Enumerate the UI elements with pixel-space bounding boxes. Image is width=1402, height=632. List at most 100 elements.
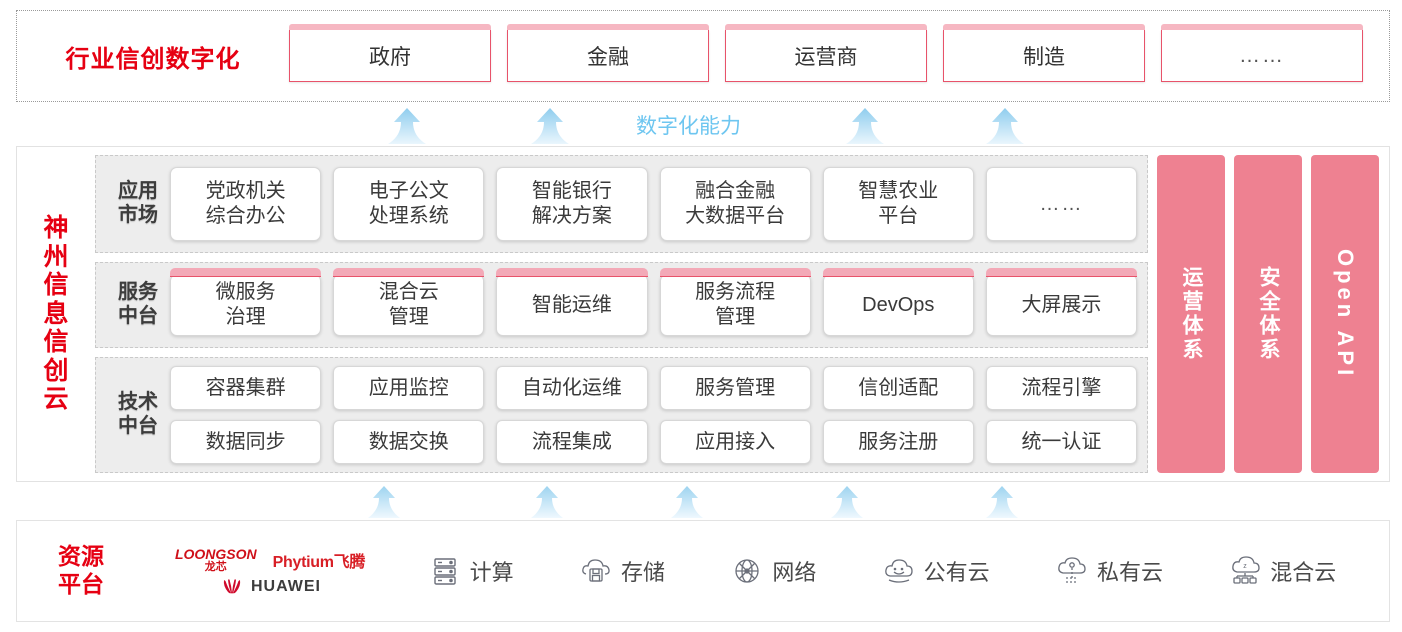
cell-line: 大数据平台 [685, 205, 786, 227]
up-arrow-icon [844, 108, 886, 144]
band-label-line: 技术 [118, 391, 158, 414]
app-cell-smart-bank[interactable]: 智能银行解决方案 [496, 167, 648, 241]
industry-box-list: 政府 金融 运营商 制造 …… [289, 24, 1389, 82]
pillar-operations-system[interactable]: 运营体系 [1157, 155, 1225, 473]
tech-cell-process-integration[interactable]: 流程集成 [496, 420, 648, 464]
tech-cell-data-sync[interactable]: 数据同步 [170, 420, 322, 464]
svc-cell-large-screen-display[interactable]: 大屏展示 [985, 268, 1138, 336]
cell-line: 混合云 [378, 281, 439, 303]
resource-item-compute[interactable]: 计算 [428, 554, 514, 588]
public-cloud-icon [882, 554, 916, 588]
industry-band-title: 行业信创数字化 [65, 45, 241, 73]
resource-item-label: 网络 [772, 560, 817, 585]
huawei-flower-icon [219, 579, 245, 595]
resource-item-hybrid-cloud[interactable]: z 混合云 [1228, 554, 1336, 588]
up-arrow-icon [984, 108, 1026, 144]
industry-band: 行业信创数字化 政府 金融 运营商 制造 …… [16, 10, 1390, 102]
cloud-panel: 神 州 信 息 信 创 云 应用 市场 党政机关综合办公 [16, 146, 1390, 482]
vendor-logo-row-1: LOONGSON 龙芯 Phytium飞腾 [175, 547, 365, 573]
resource-arrow-strip [16, 484, 1390, 518]
cloud-title-char: 信 [43, 328, 69, 357]
resource-item-label: 计算 [469, 560, 514, 585]
cloud-title-char: 云 [43, 385, 69, 414]
resource-item-public-cloud[interactable]: 公有云 [882, 554, 990, 588]
cell-line: 微服务 [215, 281, 276, 303]
tech-platform-cells: 容器集群 应用监控 自动化运维 服务管理 信创适配 流程引擎 数据同步 数据交换… [170, 358, 1138, 472]
private-cloud-icon [1055, 554, 1089, 588]
app-cell-more[interactable]: …… [985, 167, 1138, 241]
up-arrow-icon [386, 108, 428, 144]
tech-cell-xinchuang-adaptation[interactable]: 信创适配 [822, 366, 974, 410]
band-label-line: 市场 [118, 204, 158, 226]
tech-cell-app-access[interactable]: 应用接入 [659, 420, 811, 464]
app-cell-fintech-bigdata[interactable]: 融合金融大数据平台 [659, 167, 811, 241]
svc-cell-microservice-governance[interactable]: 微服务治理 [170, 268, 322, 336]
cloud-storage-icon [579, 554, 613, 588]
up-arrow-icon [669, 486, 705, 518]
cell-line: 服务流程 [695, 281, 776, 303]
svc-cell-service-process-mgmt[interactable]: 服务流程管理 [659, 268, 811, 336]
up-arrow-icon [984, 486, 1020, 518]
app-cell-edoc-system[interactable]: 电子公文处理系统 [333, 167, 485, 241]
tech-row-1: 容器集群 应用监控 自动化运维 服务管理 信创适配 流程引擎 [170, 366, 1138, 410]
cell-line: 解决方案 [531, 205, 612, 227]
capability-arrow-strip: 数字化能力 [16, 104, 1390, 144]
band-label-line: 应用 [118, 180, 158, 203]
cell-line: 党政机关 [205, 180, 286, 202]
app-cell-smart-agriculture[interactable]: 智慧农业平台 [822, 167, 974, 241]
industry-box-government[interactable]: 政府 [289, 24, 491, 82]
cell-line: 智能银行 [531, 180, 612, 202]
resource-title-line: 资源 [58, 543, 104, 570]
service-platform-label: 服务 中台 [106, 281, 170, 328]
resource-item-storage[interactable]: 存储 [579, 554, 665, 588]
cloud-body: 应用 市场 党政机关综合办公 电子公文处理系统 智能银行解决方案 [95, 147, 1389, 481]
cloud-title-char: 创 [43, 356, 69, 385]
resource-item-list: 计算 存储 [395, 554, 1389, 588]
tech-cell-automated-ops[interactable]: 自动化运维 [496, 366, 648, 410]
cloud-title-char: 息 [43, 299, 69, 328]
cell-line: 处理系统 [368, 205, 449, 227]
service-platform-band: 服务 中台 微服务治理 混合云管理 智能运维 服务流程管理 [95, 262, 1148, 348]
app-market-cells: 党政机关综合办公 电子公文处理系统 智能银行解决方案 融合金融大数据平台 智慧农 [170, 156, 1138, 252]
tech-cell-data-exchange[interactable]: 数据交换 [333, 420, 485, 464]
app-market-band: 应用 市场 党政机关综合办公 电子公文处理系统 智能银行解决方案 [95, 155, 1148, 253]
resource-title-line: 平台 [58, 571, 104, 597]
resource-item-private-cloud[interactable]: 私有云 [1055, 554, 1163, 588]
tech-cell-app-monitoring[interactable]: 应用监控 [333, 366, 485, 410]
industry-box-manufacturing[interactable]: 制造 [943, 24, 1145, 82]
loongson-logo-text-cn: 龙芯 [204, 560, 227, 573]
tech-row-2: 数据同步 数据交换 流程集成 应用接入 服务注册 统一认证 [170, 420, 1138, 464]
svc-cell-devops[interactable]: DevOps [822, 268, 975, 336]
resource-item-network[interactable]: 网络 [730, 554, 816, 588]
industry-more-dots: …… [1239, 43, 1285, 67]
cell-line: 管理 [388, 306, 429, 328]
tech-cell-unified-auth[interactable]: 统一认证 [985, 420, 1138, 464]
tech-cell-service-management[interactable]: 服务管理 [659, 366, 811, 410]
pillar-security-system[interactable]: 安全体系 [1234, 155, 1302, 473]
pillar-open-api[interactable]: Open API [1311, 155, 1379, 473]
resource-panel-title: 资源 平台 [17, 543, 145, 598]
resource-item-label: 公有云 [923, 560, 990, 585]
cell-line: 智慧农业 [858, 180, 939, 202]
cell-line: 治理 [225, 306, 266, 328]
resource-item-label: 存储 [620, 560, 665, 585]
cloud-title-char: 信 [43, 271, 69, 300]
industry-box-telecom[interactable]: 运营商 [725, 24, 927, 82]
app-cell-gov-office[interactable]: 党政机关综合办公 [170, 167, 322, 241]
service-platform-cells: 微服务治理 混合云管理 智能运维 服务流程管理 DevOps 大屏展示 [170, 263, 1138, 347]
cloud-title-char: 神 [43, 214, 69, 243]
industry-box-finance[interactable]: 金融 [507, 24, 709, 82]
tech-cell-service-registry[interactable]: 服务注册 [822, 420, 974, 464]
up-arrow-icon [366, 486, 402, 518]
industry-box-more[interactable]: …… [1161, 24, 1363, 82]
svc-cell-intelligent-ops[interactable]: 智能运维 [496, 268, 648, 336]
cell-more-dots: …… [1039, 192, 1084, 215]
huawei-logo: HUAWEI [219, 578, 321, 596]
tech-cell-container-cluster[interactable]: 容器集群 [170, 366, 322, 410]
svc-cell-hybrid-cloud-mgmt[interactable]: 混合云管理 [333, 268, 485, 336]
cell-line: 电子公文 [368, 180, 449, 202]
tech-cell-process-engine[interactable]: 流程引擎 [985, 366, 1138, 410]
cloud-title-char: 州 [43, 242, 69, 271]
up-arrow-icon [829, 486, 865, 518]
